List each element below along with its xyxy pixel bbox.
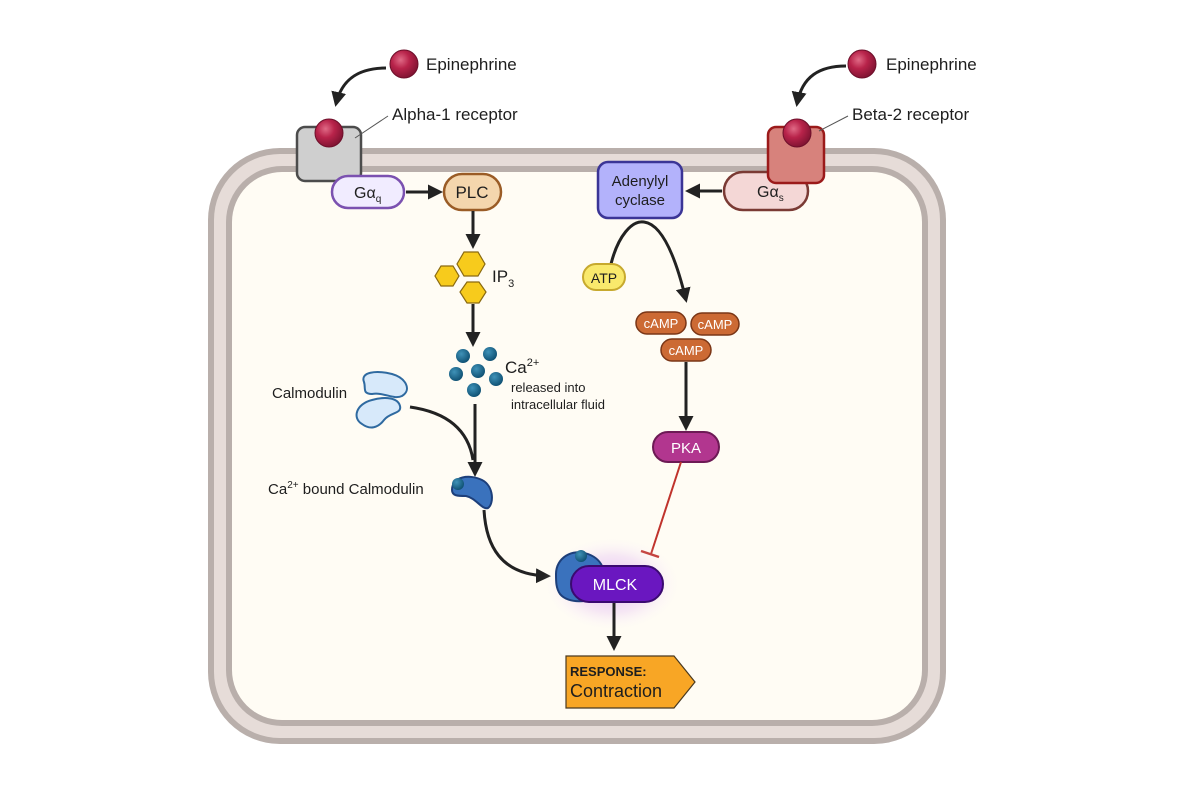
epinephrine-label-left: Epinephrine bbox=[426, 55, 517, 74]
binding-arrow-left bbox=[331, 66, 387, 107]
bound-epinephrine-icon bbox=[314, 118, 344, 148]
plc-label: PLC bbox=[455, 183, 488, 202]
atp-node bbox=[582, 263, 626, 291]
pka-label: PKA bbox=[671, 440, 701, 457]
camp-node bbox=[635, 311, 687, 335]
epinephrine-ligand-icon bbox=[847, 49, 877, 79]
bound-calmodulin-label: Ca2+ bound Calmodulin bbox=[268, 480, 424, 498]
camp-label: cAMP bbox=[698, 317, 733, 332]
mlck-label: MLCK bbox=[593, 577, 638, 594]
calmodulin-merge-line bbox=[409, 405, 475, 461]
ip3-label: IP3 bbox=[492, 267, 514, 290]
calmodulin-label: Calmodulin bbox=[272, 385, 347, 402]
atp-label: ATP bbox=[591, 270, 617, 286]
calcium-note-line1: released into bbox=[511, 380, 585, 395]
cytoplasm bbox=[232, 172, 922, 720]
arrow-calmodulin-mlck bbox=[482, 509, 551, 584]
camp-node bbox=[690, 312, 740, 336]
response-heading: RESPONSE: bbox=[570, 664, 647, 679]
camp-label: cAMP bbox=[669, 343, 704, 358]
plc-node bbox=[442, 172, 503, 212]
g-alpha-s-label: Gαs bbox=[757, 184, 784, 204]
mlck-complex: MLCK bbox=[554, 550, 664, 603]
alpha1-receptor-label: Alpha-1 receptor bbox=[392, 105, 518, 124]
adenylyl-cyclase-node bbox=[596, 160, 684, 220]
beta2-receptor-label: Beta-2 receptor bbox=[852, 105, 970, 124]
calmodulin-icon bbox=[355, 371, 408, 429]
response-box bbox=[565, 655, 696, 709]
leader-line bbox=[354, 115, 389, 139]
camp-node bbox=[660, 338, 712, 362]
pka-node bbox=[652, 431, 720, 463]
adenylyl-cyclase-line2: cyclase bbox=[615, 192, 665, 209]
calcium-ions-icon bbox=[449, 347, 503, 397]
bound-epinephrine-icon bbox=[782, 118, 812, 148]
camp-group: cAMP cAMP cAMP bbox=[635, 311, 740, 362]
epinephrine-ligand-icon bbox=[389, 49, 419, 79]
camp-label: cAMP bbox=[644, 316, 679, 331]
epinephrine-label-right: Epinephrine bbox=[886, 55, 977, 74]
binding-arrow-right bbox=[791, 64, 847, 107]
g-alpha-q-label: Gαq bbox=[354, 185, 381, 205]
arrow-atp-camp bbox=[609, 220, 691, 303]
ip3-molecules-icon bbox=[434, 251, 487, 304]
calcium-note-line2: intracellular fluid bbox=[511, 397, 605, 412]
cell-membrane bbox=[208, 148, 946, 744]
g-alpha-q bbox=[330, 174, 406, 210]
response-value: Contraction bbox=[570, 681, 662, 701]
mlck-node bbox=[570, 565, 664, 603]
adenylyl-cyclase-line1: Adenylyl bbox=[612, 173, 669, 190]
calcium-label: Ca2+ bbox=[505, 357, 539, 377]
leader-line bbox=[818, 115, 849, 132]
bound-calmodulin-icon bbox=[450, 475, 493, 510]
